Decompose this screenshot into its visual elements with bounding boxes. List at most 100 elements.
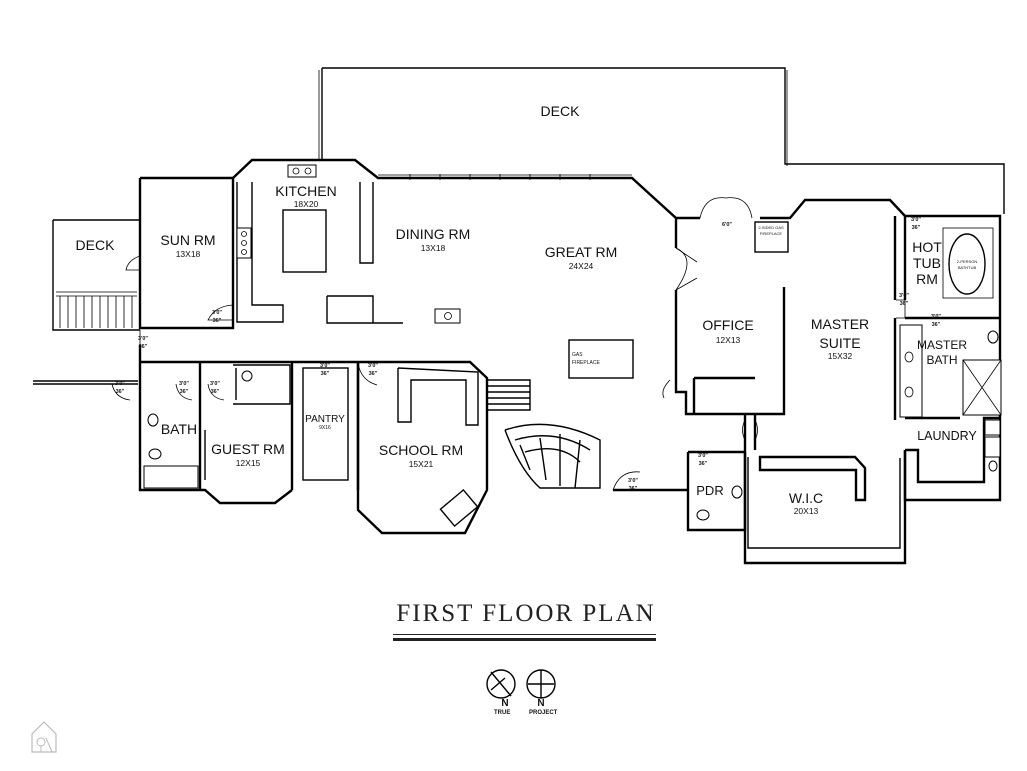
- door-label: 36": [912, 225, 921, 231]
- hottub-label-2: TUB: [913, 255, 941, 271]
- pantry-walls: [290, 360, 360, 490]
- door-label: 3'0": [698, 453, 708, 459]
- stair-curved: [504, 423, 601, 489]
- guest-closet: [233, 364, 291, 405]
- sun-room-label: SUN RM: [160, 232, 215, 248]
- svg-text:N: N: [501, 698, 508, 709]
- north-true-label: TRUE: [494, 710, 511, 716]
- tub-label-2: BATHTUB: [958, 265, 977, 270]
- great-opening-right: [675, 247, 698, 291]
- door-label: 3'0": [911, 217, 921, 223]
- stair-straight: [487, 379, 531, 411]
- mbath-toilet: [987, 330, 999, 344]
- hottub-label-1: HOT: [912, 239, 942, 255]
- office-walls: [674, 218, 786, 416]
- kitchen-counter: [236, 182, 374, 323]
- master-label-1: MASTER: [811, 316, 869, 332]
- burner-2: [241, 240, 247, 246]
- door-label: 36": [213, 318, 222, 324]
- west-exterior-line: [33, 380, 138, 385]
- gas-fireplace-label-1: GAS: [572, 352, 583, 358]
- laundry-machine: [984, 436, 1001, 458]
- bathtub: [143, 465, 199, 489]
- door-label: 36": [180, 389, 189, 395]
- deck-left-label: DECK: [76, 237, 116, 253]
- door-swings: [111, 255, 906, 491]
- bar-counter: [326, 295, 403, 324]
- door-label: 3'0": [115, 381, 125, 387]
- school-room-dim: 15X21: [409, 459, 434, 469]
- guest-room-dim: 12X15: [236, 458, 261, 468]
- hot-tub-deck: [942, 227, 994, 299]
- pdr-sink: [731, 485, 743, 499]
- pantry-dim: 9X16: [319, 425, 331, 431]
- watermark-logo-icon: [31, 721, 57, 753]
- svg-text:N: N: [537, 698, 544, 709]
- left-deck-stair: [56, 291, 137, 328]
- door-label: 3'0": [899, 293, 909, 299]
- deck-top-label: DECK: [541, 103, 581, 119]
- see-thru-label-1: 2-SIDED GAS: [758, 225, 784, 230]
- plan-title: FIRST FLOOR PLAN: [396, 600, 656, 627]
- dining-windows: [378, 174, 632, 180]
- laundry-basin: [988, 460, 998, 472]
- door-label: 36": [139, 344, 148, 350]
- guest-walls: [138, 345, 293, 505]
- gas-fireplace: [568, 339, 634, 379]
- door-label: 36": [211, 389, 220, 395]
- bath-toilet: [148, 448, 162, 460]
- burner-1: [241, 231, 247, 237]
- left-deck-outline: [52, 219, 140, 331]
- closet-sink: [241, 370, 253, 382]
- tub-label-1: 2-PERSON: [957, 259, 978, 264]
- hottub-label-3: RM: [916, 271, 938, 287]
- great-room-dim: 24X24: [569, 261, 594, 271]
- north-project-label: PROJECT: [529, 710, 558, 716]
- pdr-label: PDR: [696, 483, 723, 498]
- door-label: 3'0": [368, 363, 378, 369]
- school-walls: [356, 360, 489, 535]
- sunroom-walls: [138, 176, 235, 330]
- door-label: 36": [369, 371, 378, 377]
- see-thru-fireplace: [754, 221, 789, 253]
- title-underline-thick: [393, 638, 656, 641]
- laundry-walls: [905, 416, 1000, 484]
- wic-walls: [743, 450, 907, 565]
- wic-dim: 20X13: [794, 506, 819, 516]
- kitchen-label: KITCHEN: [275, 183, 336, 199]
- shower-cross: [962, 359, 1002, 416]
- office-dim: 12X13: [716, 335, 741, 345]
- deck-outline-inner: [318, 70, 788, 166]
- door-label: 3'0": [210, 381, 220, 387]
- door-label: 36": [629, 486, 638, 492]
- deck-outline: [321, 67, 1005, 214]
- wic-inner: [747, 457, 901, 549]
- burner-3: [241, 249, 247, 255]
- door-label: 3'0": [931, 314, 941, 320]
- masterbath-label-1: MASTER: [917, 338, 967, 352]
- gas-fireplace-label-2: FIREPLACE: [572, 360, 600, 366]
- kitchen-sink: [287, 164, 317, 178]
- door-label: 36": [321, 371, 330, 377]
- pantry-label: PANTRY: [305, 414, 345, 425]
- bath-label: BATH: [161, 421, 197, 437]
- master-label-2: SUITE: [819, 335, 860, 351]
- office-label: OFFICE: [702, 317, 753, 333]
- guest-room-label: GUEST RM: [211, 441, 285, 457]
- door-label: 36": [900, 301, 909, 307]
- sink-basin-1: [292, 167, 300, 175]
- right-upper-wall: [760, 198, 1002, 302]
- master-dim: 15X32: [828, 351, 853, 361]
- door-label: 3'0": [138, 336, 148, 342]
- door-label: 6'0": [722, 222, 732, 228]
- bath-sink: [147, 413, 159, 427]
- see-thru-label-2: FIREPLACE: [760, 231, 783, 236]
- north-arrow-project-icon: N: [526, 669, 556, 709]
- office-door-swing: [675, 197, 753, 291]
- door-label: 36": [932, 322, 941, 328]
- sun-room-dim: 13X18: [176, 249, 201, 259]
- bar-sink-basin: [444, 312, 452, 320]
- sink-basin-2: [304, 167, 312, 175]
- school-room-label: SCHOOL RM: [379, 442, 463, 458]
- cooktop: [236, 227, 252, 259]
